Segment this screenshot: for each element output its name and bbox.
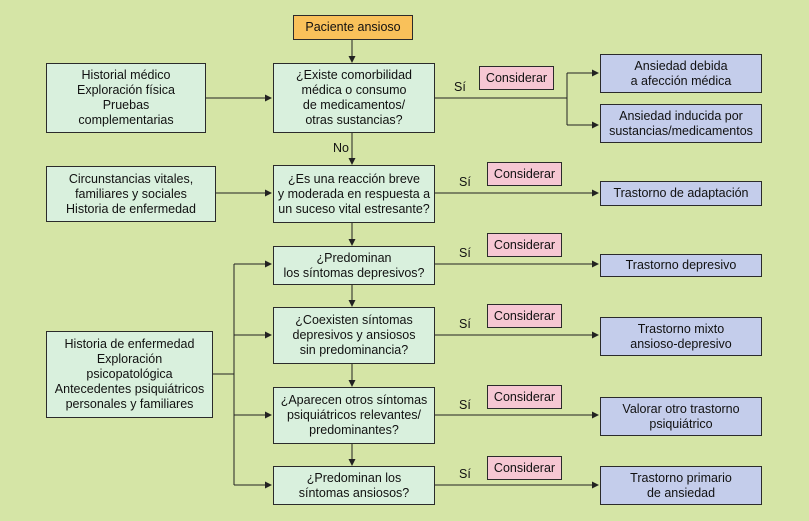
question-brief-reaction: ¿Es una reacción breve y moderada en res…	[273, 165, 435, 223]
considerar-badge-5: Considerar	[487, 385, 562, 409]
outcome-adjustment-disorder: Trastorno de adaptación	[600, 181, 762, 206]
question-comorbidity: ¿Existe comorbilidad médica o consumo de…	[273, 63, 435, 133]
outcome-substance-anxiety: Ansiedad inducida por sustancias/medicam…	[600, 104, 762, 143]
no-label: No	[333, 141, 349, 155]
question-depressive: ¿Predominan los síntomas depresivos?	[273, 246, 435, 285]
outcome-depressive-disorder: Trastorno depresivo	[600, 254, 762, 277]
considerar-badge-2: Considerar	[487, 162, 562, 186]
considerar-badge-3: Considerar	[487, 233, 562, 257]
outcome-mixed-disorder: Trastorno mixto ansioso-depresivo	[600, 317, 762, 356]
context-life-circumstances: Circunstancias vitales, familiares y soc…	[46, 166, 216, 222]
yes-label-3: Sí	[459, 246, 471, 260]
outcome-other-psychiatric: Valorar otro trastorno psiquiátrico	[600, 397, 762, 436]
considerar-badge-4: Considerar	[487, 304, 562, 328]
considerar-badge-1: Considerar	[479, 66, 554, 90]
start-node-paciente-ansioso: Paciente ansioso	[293, 15, 413, 40]
considerar-badge-6: Considerar	[487, 456, 562, 480]
yes-label-6: Sí	[459, 467, 471, 481]
outcome-primary-anxiety: Trastorno primario de ansiedad	[600, 466, 762, 505]
yes-label-5: Sí	[459, 398, 471, 412]
outcome-medical-anxiety: Ansiedad debida a afección médica	[600, 54, 762, 93]
question-mixed: ¿Coexisten síntomas depresivos y ansioso…	[273, 307, 435, 364]
question-anxious: ¿Predominan los síntomas ansiosos?	[273, 466, 435, 505]
context-psychiatric-history: Historia de enfermedad Exploración psico…	[46, 331, 213, 418]
yes-label-4: Sí	[459, 317, 471, 331]
question-other-psychiatric: ¿Aparecen otros síntomas psiquiátricos r…	[273, 387, 435, 444]
yes-label-2: Sí	[459, 175, 471, 189]
yes-label-1: Sí	[454, 80, 466, 94]
context-medical-history: Historial médico Exploración física Prue…	[46, 63, 206, 133]
